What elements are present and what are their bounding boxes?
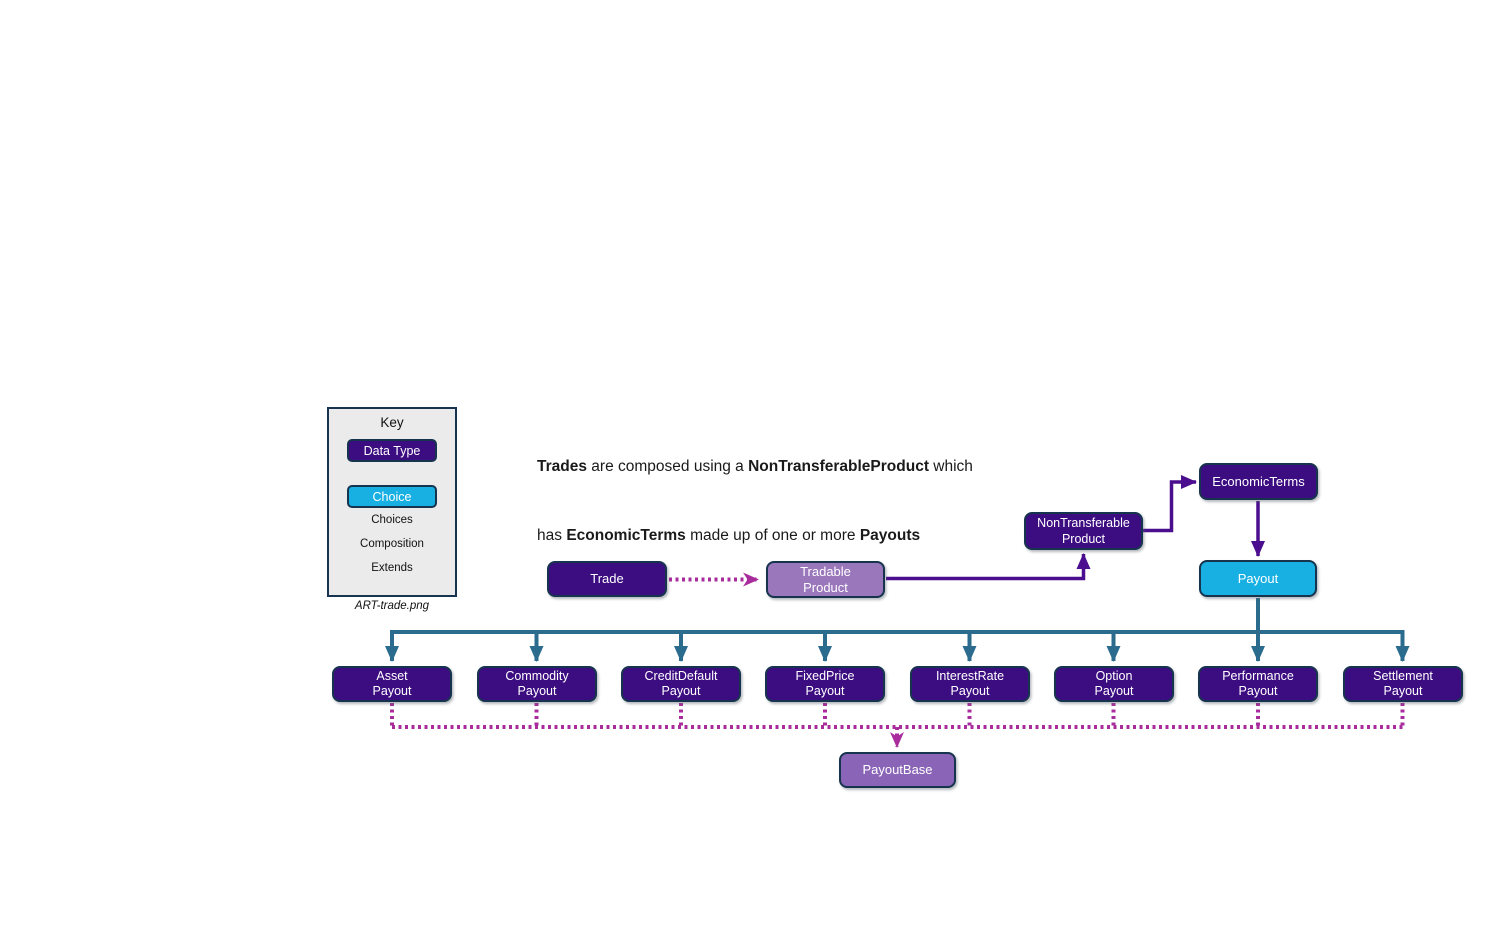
legend-composition-label: Composition: [360, 538, 424, 550]
node-settlement-payout: Settlement Payout: [1343, 666, 1463, 702]
diagram-heading: Trades are composed using a NonTransfera…: [537, 409, 1077, 593]
node-interestrate-payout: InterestRate Payout: [910, 666, 1030, 702]
node-label: InterestRate: [935, 669, 1005, 683]
node-label: Payout: [1383, 684, 1423, 698]
node-label: Tradable: [800, 563, 851, 579]
legend-extends-label: Extends: [371, 562, 413, 574]
node-label: Payout: [1237, 570, 1279, 586]
image-caption: ART-trade.png: [354, 600, 430, 612]
node-label: EconomicTerms: [1212, 473, 1305, 489]
heading-part: made up of one or more: [685, 527, 860, 544]
node-label: Payout: [1094, 684, 1134, 698]
extends-links: [352, 571, 1405, 748]
node-label: Option: [1095, 669, 1133, 683]
node-label: FixedPrice: [795, 669, 855, 683]
node-label: Performance: [1222, 669, 1294, 683]
nontransferable-to-economicterms-arrow: [1143, 475, 1197, 533]
node-label: Payout: [1238, 684, 1278, 698]
heading-part: NonTransferableProduct: [748, 458, 929, 475]
node-label: CreditDefault: [644, 669, 718, 683]
node-tradable-product: Tradable Product: [766, 561, 885, 598]
node-label: Settlement: [1373, 669, 1433, 683]
node-label: Payout: [372, 684, 412, 698]
heading-part: are composed using a: [586, 458, 749, 475]
node-label: Trade: [590, 571, 624, 586]
node-label: Payout: [661, 684, 701, 698]
node-performance-payout: Performance Payout: [1198, 666, 1318, 702]
node-payout-base: PayoutBase: [839, 752, 956, 788]
node-fixedprice-payout: FixedPrice Payout: [765, 666, 885, 702]
heading-part: EconomicTerms: [566, 527, 686, 544]
legend-choice-chip: Choice: [347, 485, 437, 508]
node-asset-payout: Asset Payout: [332, 666, 452, 702]
node-label: PayoutBase: [862, 762, 933, 777]
legend-data-type-chip: Data Type: [347, 439, 437, 462]
node-label: Payout: [950, 684, 990, 698]
node-label: NonTransferable: [1037, 516, 1130, 530]
heading-part: has: [537, 527, 567, 544]
heading-part: Payouts: [859, 527, 921, 544]
node-option-payout: Option Payout: [1054, 666, 1174, 702]
legend-title: Key: [380, 415, 404, 430]
node-payout: Payout: [1199, 560, 1317, 597]
heading-part: which: [928, 458, 973, 475]
node-label: Product: [803, 579, 848, 595]
node-label: Product: [1061, 532, 1106, 546]
node-label: Asset: [376, 669, 408, 683]
heading-line-2: has EconomicTerms made up of one or more…: [537, 524, 1077, 547]
node-creditdefault-payout: CreditDefault Payout: [621, 666, 741, 702]
node-trade: Trade: [547, 561, 667, 597]
node-nontransferable-product: NonTransferable Product: [1024, 512, 1143, 550]
node-label: Payout: [805, 684, 845, 698]
node-label: Payout: [517, 684, 557, 698]
heading-line-1: Trades are composed using a NonTransfera…: [537, 455, 1077, 478]
node-economic-terms: EconomicTerms: [1199, 463, 1318, 500]
node-commodity-payout: Commodity Payout: [477, 666, 597, 702]
heading-part: Trades: [537, 458, 587, 475]
legend-choices-label: Choices: [371, 514, 413, 526]
legend-key-box: Key Data Type Choice Choices Composition…: [327, 407, 457, 597]
node-label: Commodity: [505, 669, 569, 683]
extends-vertical-stubs: [390, 703, 1405, 727]
